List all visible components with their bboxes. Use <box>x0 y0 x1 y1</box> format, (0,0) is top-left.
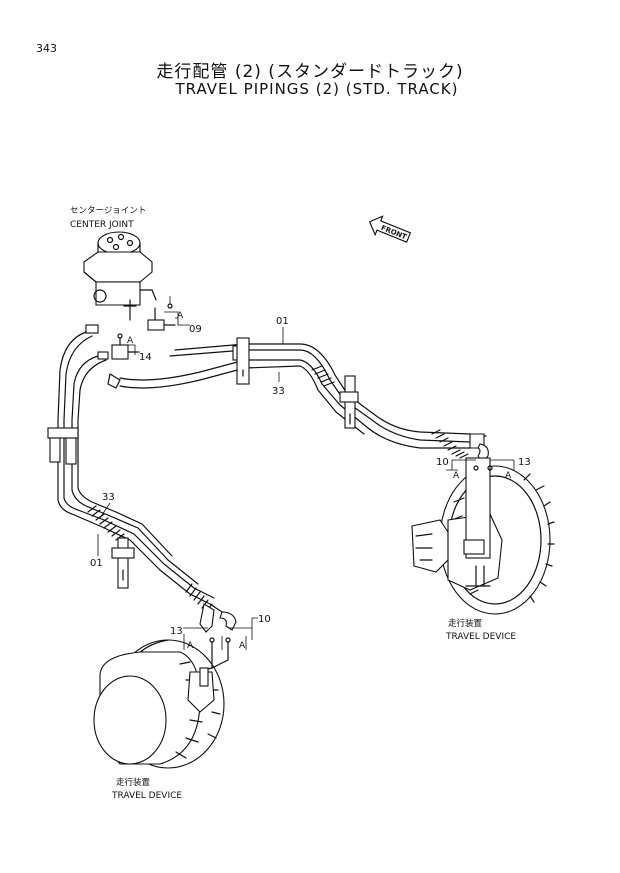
pipe-clamp-lower-left <box>111 537 135 589</box>
marker-a3: A <box>453 471 460 481</box>
leader-09 <box>164 311 190 326</box>
fitting-lower-left-1 <box>199 603 215 633</box>
marker-a4: A <box>505 471 512 481</box>
leader-33-01-left <box>97 502 111 556</box>
hose-to-left-device <box>211 641 229 669</box>
pipe-to-right-device <box>119 343 489 463</box>
center-joint-label-jp: センタージョイント <box>70 206 146 216</box>
fitting-lower-left-2 <box>219 611 237 631</box>
callout-14: 14 <box>139 352 152 363</box>
travel-device-left-label-jp: 走行装置 <box>116 777 151 788</box>
center-joint <box>83 231 157 321</box>
travel-device-right <box>411 457 555 615</box>
port-a-right-1 <box>473 465 479 471</box>
leader-01-33-top <box>278 327 284 382</box>
hose-fitting-left <box>85 324 121 389</box>
center-joint-label-en: CENTER JOINT <box>70 220 134 230</box>
callout-13-left: 13 <box>170 626 183 637</box>
marker-a2: A <box>127 336 134 346</box>
callout-09: 09 <box>189 324 202 335</box>
spiral-guard-lower <box>185 583 213 613</box>
travel-device-left-label-en: TRAVEL DEVICE <box>111 791 182 801</box>
callout-13-right: 13 <box>518 457 531 468</box>
callout-33-top: 33 <box>272 386 285 397</box>
pipe-to-left-device <box>57 331 223 613</box>
page-title-english: TRAVEL PIPINGS (2) (STD. TRACK) <box>175 80 459 98</box>
page-title-japanese: 走行配管 (2) (スタンダードトラック) <box>156 62 464 82</box>
callout-10-right: 10 <box>436 457 449 468</box>
elbow-fitting-09 <box>147 296 176 331</box>
travel-device-right-label-en: TRAVEL DEVICE <box>445 632 516 642</box>
leader-10-13-right <box>446 459 515 471</box>
tee-fitting-14 <box>111 333 139 360</box>
pipe-clamp-mid <box>339 375 359 429</box>
marker-a6: A <box>239 641 246 651</box>
page-number: 343 <box>36 42 57 55</box>
pipe-clamp-left <box>47 427 79 465</box>
travel-device-right-label-jp: 走行装置 <box>448 618 483 629</box>
travel-device-left <box>93 639 225 769</box>
pipe-clamp-top <box>232 337 250 385</box>
marker-a5: A <box>187 641 194 651</box>
front-arrow: FRONT <box>368 215 412 243</box>
port-a-right-2 <box>487 465 493 471</box>
leader-14 <box>123 344 140 355</box>
callout-01-top: 01 <box>276 316 289 327</box>
callout-10-left: 10 <box>258 614 271 625</box>
leader-13-10-left <box>183 617 258 650</box>
callout-01-left: 01 <box>90 558 103 569</box>
marker-a1: A <box>177 311 184 321</box>
callout-33-left: 33 <box>102 492 115 503</box>
